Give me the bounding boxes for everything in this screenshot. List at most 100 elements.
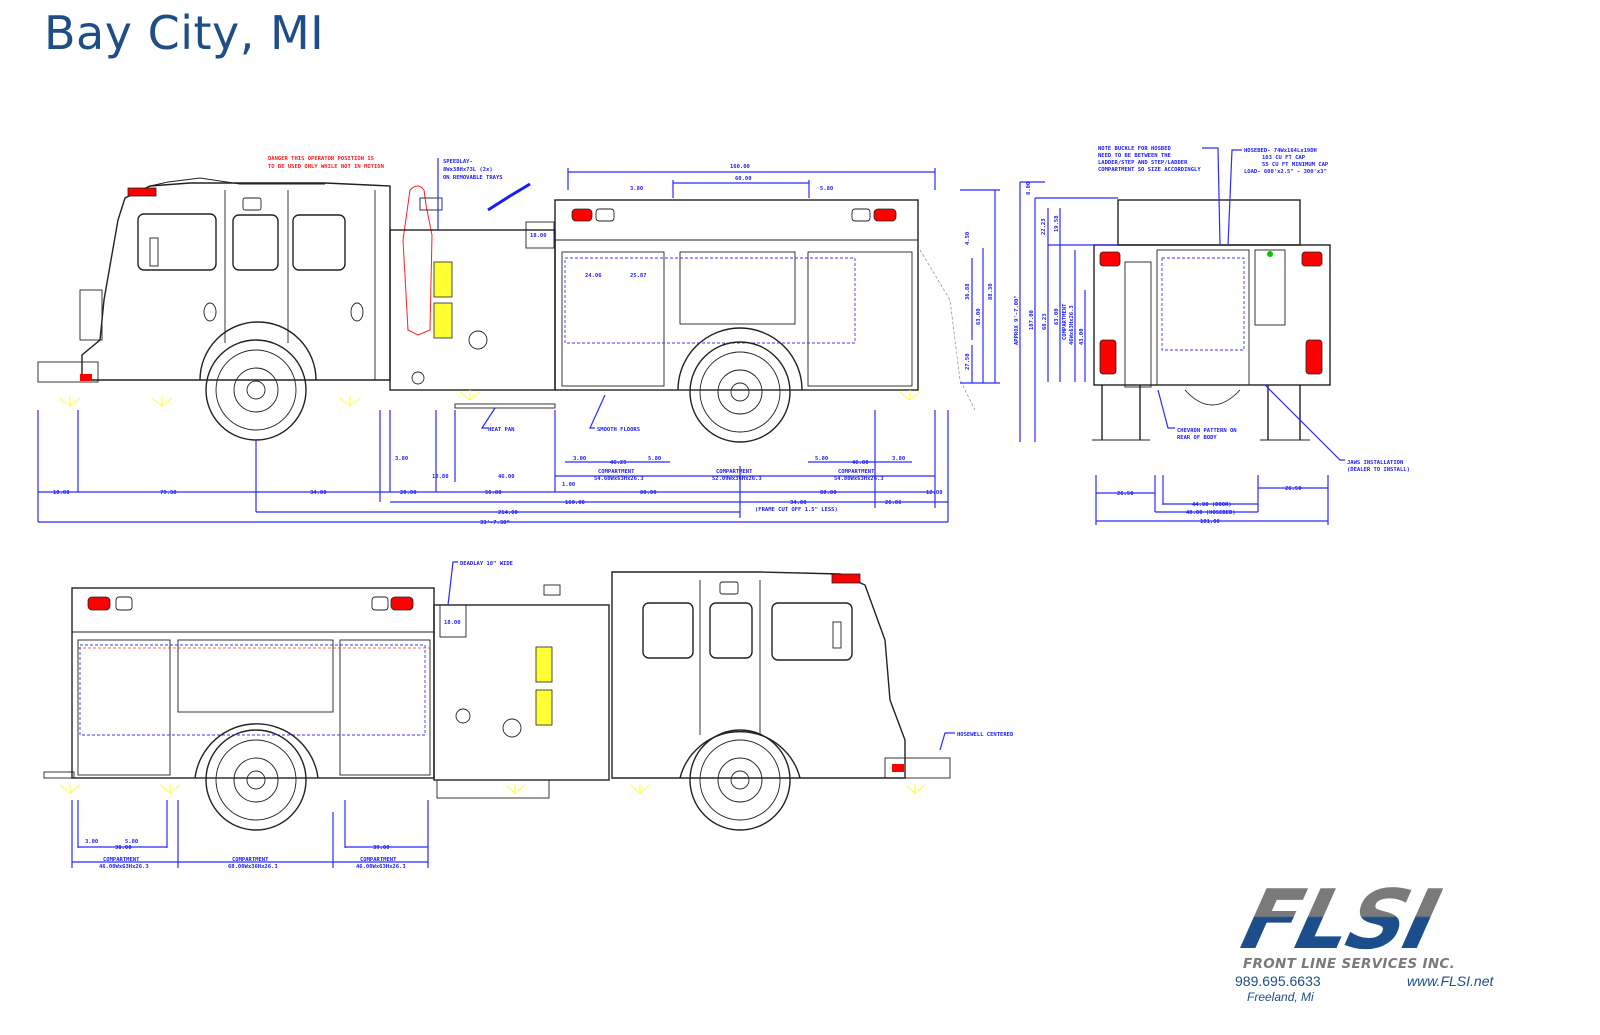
officer-control-box [543,584,561,596]
rear-tires [1101,385,1301,440]
rear-comp-size: 46Wx63Hx26.3 [1069,305,1075,345]
rear-dim-width: 101.00 [1200,519,1220,525]
rear-light-right-top [1301,251,1323,267]
rear-tail-left [1099,339,1117,375]
officer-step [436,779,550,799]
rear-dim-63: 63.00 [1054,308,1060,325]
hosebed-note-leader [1202,147,1221,246]
chevron-leader [1157,389,1175,429]
front-tire-inner [215,349,297,431]
compartment-door-d1 [561,251,665,387]
hosebed-note-1: NOTE BUCKLE FOR HOSBED [1098,146,1172,152]
officer-pump-module [433,604,610,781]
officer-window-1 [642,602,694,659]
rear-dim-right: 26.50 [1285,486,1302,492]
cab-marker [242,197,262,211]
body-light-rear [873,208,897,222]
speedlay-box [525,221,555,249]
rear-dim-left: 26.50 [1117,491,1134,497]
officer-dim-r1-0: 3.00 [85,839,98,845]
rear-light-left-top [1099,251,1121,267]
rear-tire-inner [699,351,781,433]
officer-discharge [455,708,471,724]
dim-b3-1: 79.38 [160,490,177,496]
dim-b3-5: 80.00 [640,490,657,496]
rear-approx-height: APPROX 9'-7.00" [1014,295,1020,345]
logo-phone: 989.695.6633 [1235,973,1321,989]
body-marker-rear [851,208,871,222]
bumper-light [80,374,92,381]
heat-pan-leader [480,407,496,429]
officer-dim-r1-1: 5.80 [125,839,138,845]
dim-right-4-5: 4.50 [965,232,971,245]
dim-comp-w1: 24.06 [585,273,602,279]
rear-bottom-dim-lines [1095,475,1329,525]
rear-hidden-outline [1161,257,1245,351]
officer-pump-inlet [502,718,522,738]
compartment-door-o2 [177,639,334,713]
dim-b3-4: 56.80 [485,490,502,496]
hosebed-note-2: NEED TO BE BETWEEN THE [1098,153,1171,159]
officer-front-hub-center [730,770,750,790]
jaws-note-1: JAWS INSTALLATION [1347,460,1403,466]
officer-comp-size-1: 46.00Wx63Hx26.3 [99,864,149,870]
rear-dim-hosebed: 48.00 (HOSEBED) [1186,510,1236,516]
officer-comp-label-1: COMPARTMENT [103,857,140,863]
dim-b2-2: 1.00 [562,482,575,488]
officer-front-bumper [884,757,951,779]
frame-cut-note: (FRAME CUT OFF 1.5" LESS) [755,507,838,513]
rear-tail-right [1305,339,1323,375]
rear-dim-22-23: 22.23 [1041,218,1047,235]
front-wheel-well [199,321,317,381]
rear-window-2 [292,214,346,271]
rear-comp-label: COMPARTMENT [1062,303,1068,340]
front-window [137,213,217,271]
compartment-door-d3 [807,251,913,387]
compartment-door-o3 [339,639,431,776]
control-box [419,197,443,211]
bottom-dimension-lines [37,410,949,523]
rear-dim-19-58: 19.58 [1054,215,1060,232]
officer-rear-wheel-well [194,723,319,779]
smooth-floors-note: SMOOTH FLOORS [597,427,640,433]
rear-hub-center [730,382,750,402]
hosebed-spec-4: LOAD- 600'x2.5" - 300'x3" [1244,169,1327,175]
page-title: Bay City, MI [44,6,325,60]
chevron-note-1: CHEVRON PATTERN ON [1177,428,1237,434]
driver-side-view: 18.00 24.06 25.87 [37,156,1000,526]
officer-cab-light-bar [831,573,861,584]
officer-dim-r1-2: 30.00 [115,845,132,851]
body-marker-front [595,208,615,222]
dim-b1-4: 5.80 [815,456,828,462]
operator-figure [402,185,433,336]
rear-ladder [1124,261,1152,388]
hosebed-note-3: LADDER/STEP AND STEP/LADDER [1098,160,1188,166]
officer-dim-r1-3: 39.00 [373,845,390,851]
officer-front-hub [717,757,763,803]
officer-window-2 [709,602,753,659]
officer-front-tire [689,729,791,831]
officer-rear-body [71,587,435,779]
rear-vertical-dim-lines [1019,181,1118,442]
heat-pan [454,403,556,409]
rear-roll-up-door [1156,249,1250,386]
dim-b1-3: 5.80 [648,456,661,462]
compartment-roll-up-doors [561,251,913,387]
cab-body [81,182,391,381]
officer-body-marker-rear [115,596,133,611]
ladder-swing [919,249,976,411]
reflective-panel-2 [433,302,453,339]
dim-b2-1: 46.00 [498,474,515,480]
rear-wheel-well [677,327,803,391]
dim-top-inner: 60.00 [735,176,752,182]
compartment-label-d3: COMPARTMENT [838,469,875,475]
officer-front-tire-inner [699,739,781,821]
officer-reflective-1 [535,646,553,683]
side-inlet [411,371,425,385]
officer-rear-tire [205,729,307,831]
hosebed-spec-1: HOSEBED- 74Wx164Lx19DH [1244,148,1317,154]
officer-bumper-light [892,764,904,772]
hosewell-note: HOSEWELL CENTERED [957,732,1014,738]
front-tire [205,339,307,441]
dim-b1-5: 46.80 [852,460,869,466]
